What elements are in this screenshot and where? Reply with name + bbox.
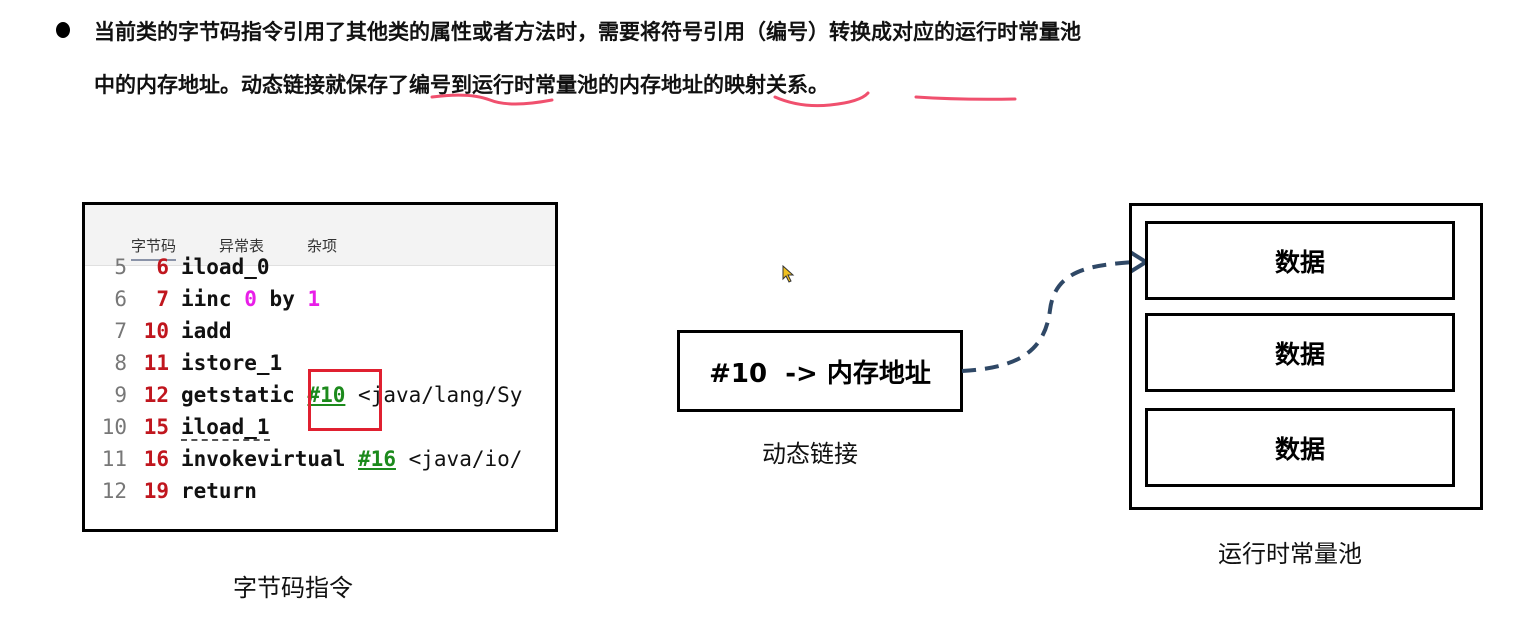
line-number: 11: [101, 447, 127, 471]
offset: 10: [143, 319, 169, 343]
paragraph-line-1: 当前类的字节码指令引用了其他类的属性或者方法时，需要将符号引用（编号）转换成对应…: [94, 20, 1081, 44]
offset: 15: [143, 415, 169, 439]
ref-descriptor: <java/lang/Sy: [358, 383, 523, 407]
pool-entry: 数据: [1145, 408, 1455, 487]
ref-descriptor: <java/io/: [408, 447, 523, 471]
instruction: getstatic #10 <java/lang/Sy: [181, 383, 522, 407]
instruction: iload_0: [181, 255, 270, 279]
constant-ref-link[interactable]: #16: [358, 447, 396, 471]
instruction: return: [181, 479, 257, 503]
offset: 6: [156, 255, 169, 279]
pool-entry-text: 数据: [1274, 339, 1325, 369]
offset: 11: [143, 351, 169, 375]
constant-pool-caption: 运行时常量池: [1218, 540, 1362, 568]
offset: 19: [143, 479, 169, 503]
mouse-cursor-icon: [782, 265, 795, 283]
tab-bytecode[interactable]: 字节码: [131, 235, 177, 261]
line-number: 10: [101, 415, 127, 439]
offset: 16: [143, 447, 169, 471]
dynamic-link-caption: 动态链接: [762, 440, 858, 468]
instruction: invokevirtual #16 <java/io/: [181, 447, 522, 471]
operand: 1: [307, 287, 321, 311]
line-number: 8: [114, 351, 127, 375]
dynamic-link-text: #10 -> 内存地址: [709, 358, 931, 389]
opcode: iinc: [181, 287, 232, 311]
opcode: getstatic: [181, 383, 295, 407]
line-number: 9: [114, 383, 127, 407]
paragraph-line-2: 中的内存地址。动态链接就保存了编号到运行时常量池的内存地址的映射关系。: [94, 73, 829, 97]
operand: 0: [244, 287, 257, 311]
keyword: by: [269, 287, 295, 311]
highlight-box: [308, 369, 382, 431]
offset: 7: [156, 287, 169, 311]
handwritten-underlines: [430, 91, 1017, 108]
pool-entry-text: 数据: [1274, 434, 1325, 464]
instruction: iload_1: [181, 415, 270, 441]
pool-entry: 数据: [1145, 313, 1455, 392]
bullet-icon: [56, 22, 70, 38]
line-number: 5: [114, 255, 127, 279]
instruction: iinc 0 by 1: [181, 287, 320, 311]
pool-entry: 数据: [1145, 221, 1455, 300]
offset: 12: [143, 383, 169, 407]
constant-pool-box: [1129, 203, 1483, 510]
line-number: 7: [114, 319, 127, 343]
tab-bar: 字节码 异常表 杂项: [85, 205, 555, 266]
tab-misc[interactable]: 杂项: [307, 237, 338, 255]
instruction: iadd: [181, 319, 232, 343]
line-number: 12: [101, 479, 127, 503]
tab-exception-table[interactable]: 异常表: [219, 237, 265, 255]
opcode: invokevirtual: [181, 447, 346, 471]
line-number: 6: [114, 287, 127, 311]
constant-ref-link[interactable]: #10: [307, 383, 346, 407]
dynamic-link-box: #10 -> 内存地址: [677, 330, 963, 412]
bytecode-caption: 字节码指令: [233, 574, 353, 602]
pool-entry-text: 数据: [1274, 247, 1325, 277]
instruction: istore_1: [181, 351, 283, 375]
